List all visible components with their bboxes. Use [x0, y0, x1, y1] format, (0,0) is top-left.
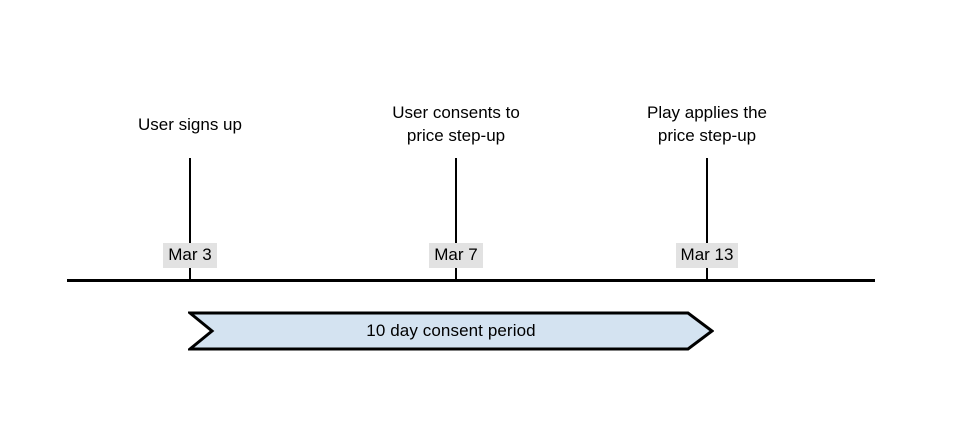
chevron-arrow-shape — [188, 311, 714, 351]
date-chip-wrap-apply: Mar 13 — [607, 243, 807, 268]
consent-period-banner: 10 day consent period — [188, 311, 714, 351]
date-chip-signup: Mar 3 — [163, 243, 217, 268]
tick-line-apply — [706, 158, 708, 281]
tick-line-consent — [455, 158, 457, 281]
consent-period-banner-shape — [188, 311, 714, 351]
event-label-consent: User consents to price step-up — [392, 103, 520, 145]
date-chip-apply: Mar 13 — [675, 243, 739, 268]
tick-line-signup — [189, 158, 191, 281]
event-label-apply: Play applies the price step-up — [646, 103, 768, 145]
consent-period-label: 10 day consent period — [366, 321, 536, 340]
date-chip-wrap-consent: Mar 7 — [356, 243, 556, 268]
date-chip-consent: Mar 7 — [429, 243, 483, 268]
event-label-signup: User signs up — [138, 115, 242, 134]
date-chip-wrap-signup: Mar 3 — [90, 243, 290, 268]
timeline-axis — [67, 279, 875, 282]
